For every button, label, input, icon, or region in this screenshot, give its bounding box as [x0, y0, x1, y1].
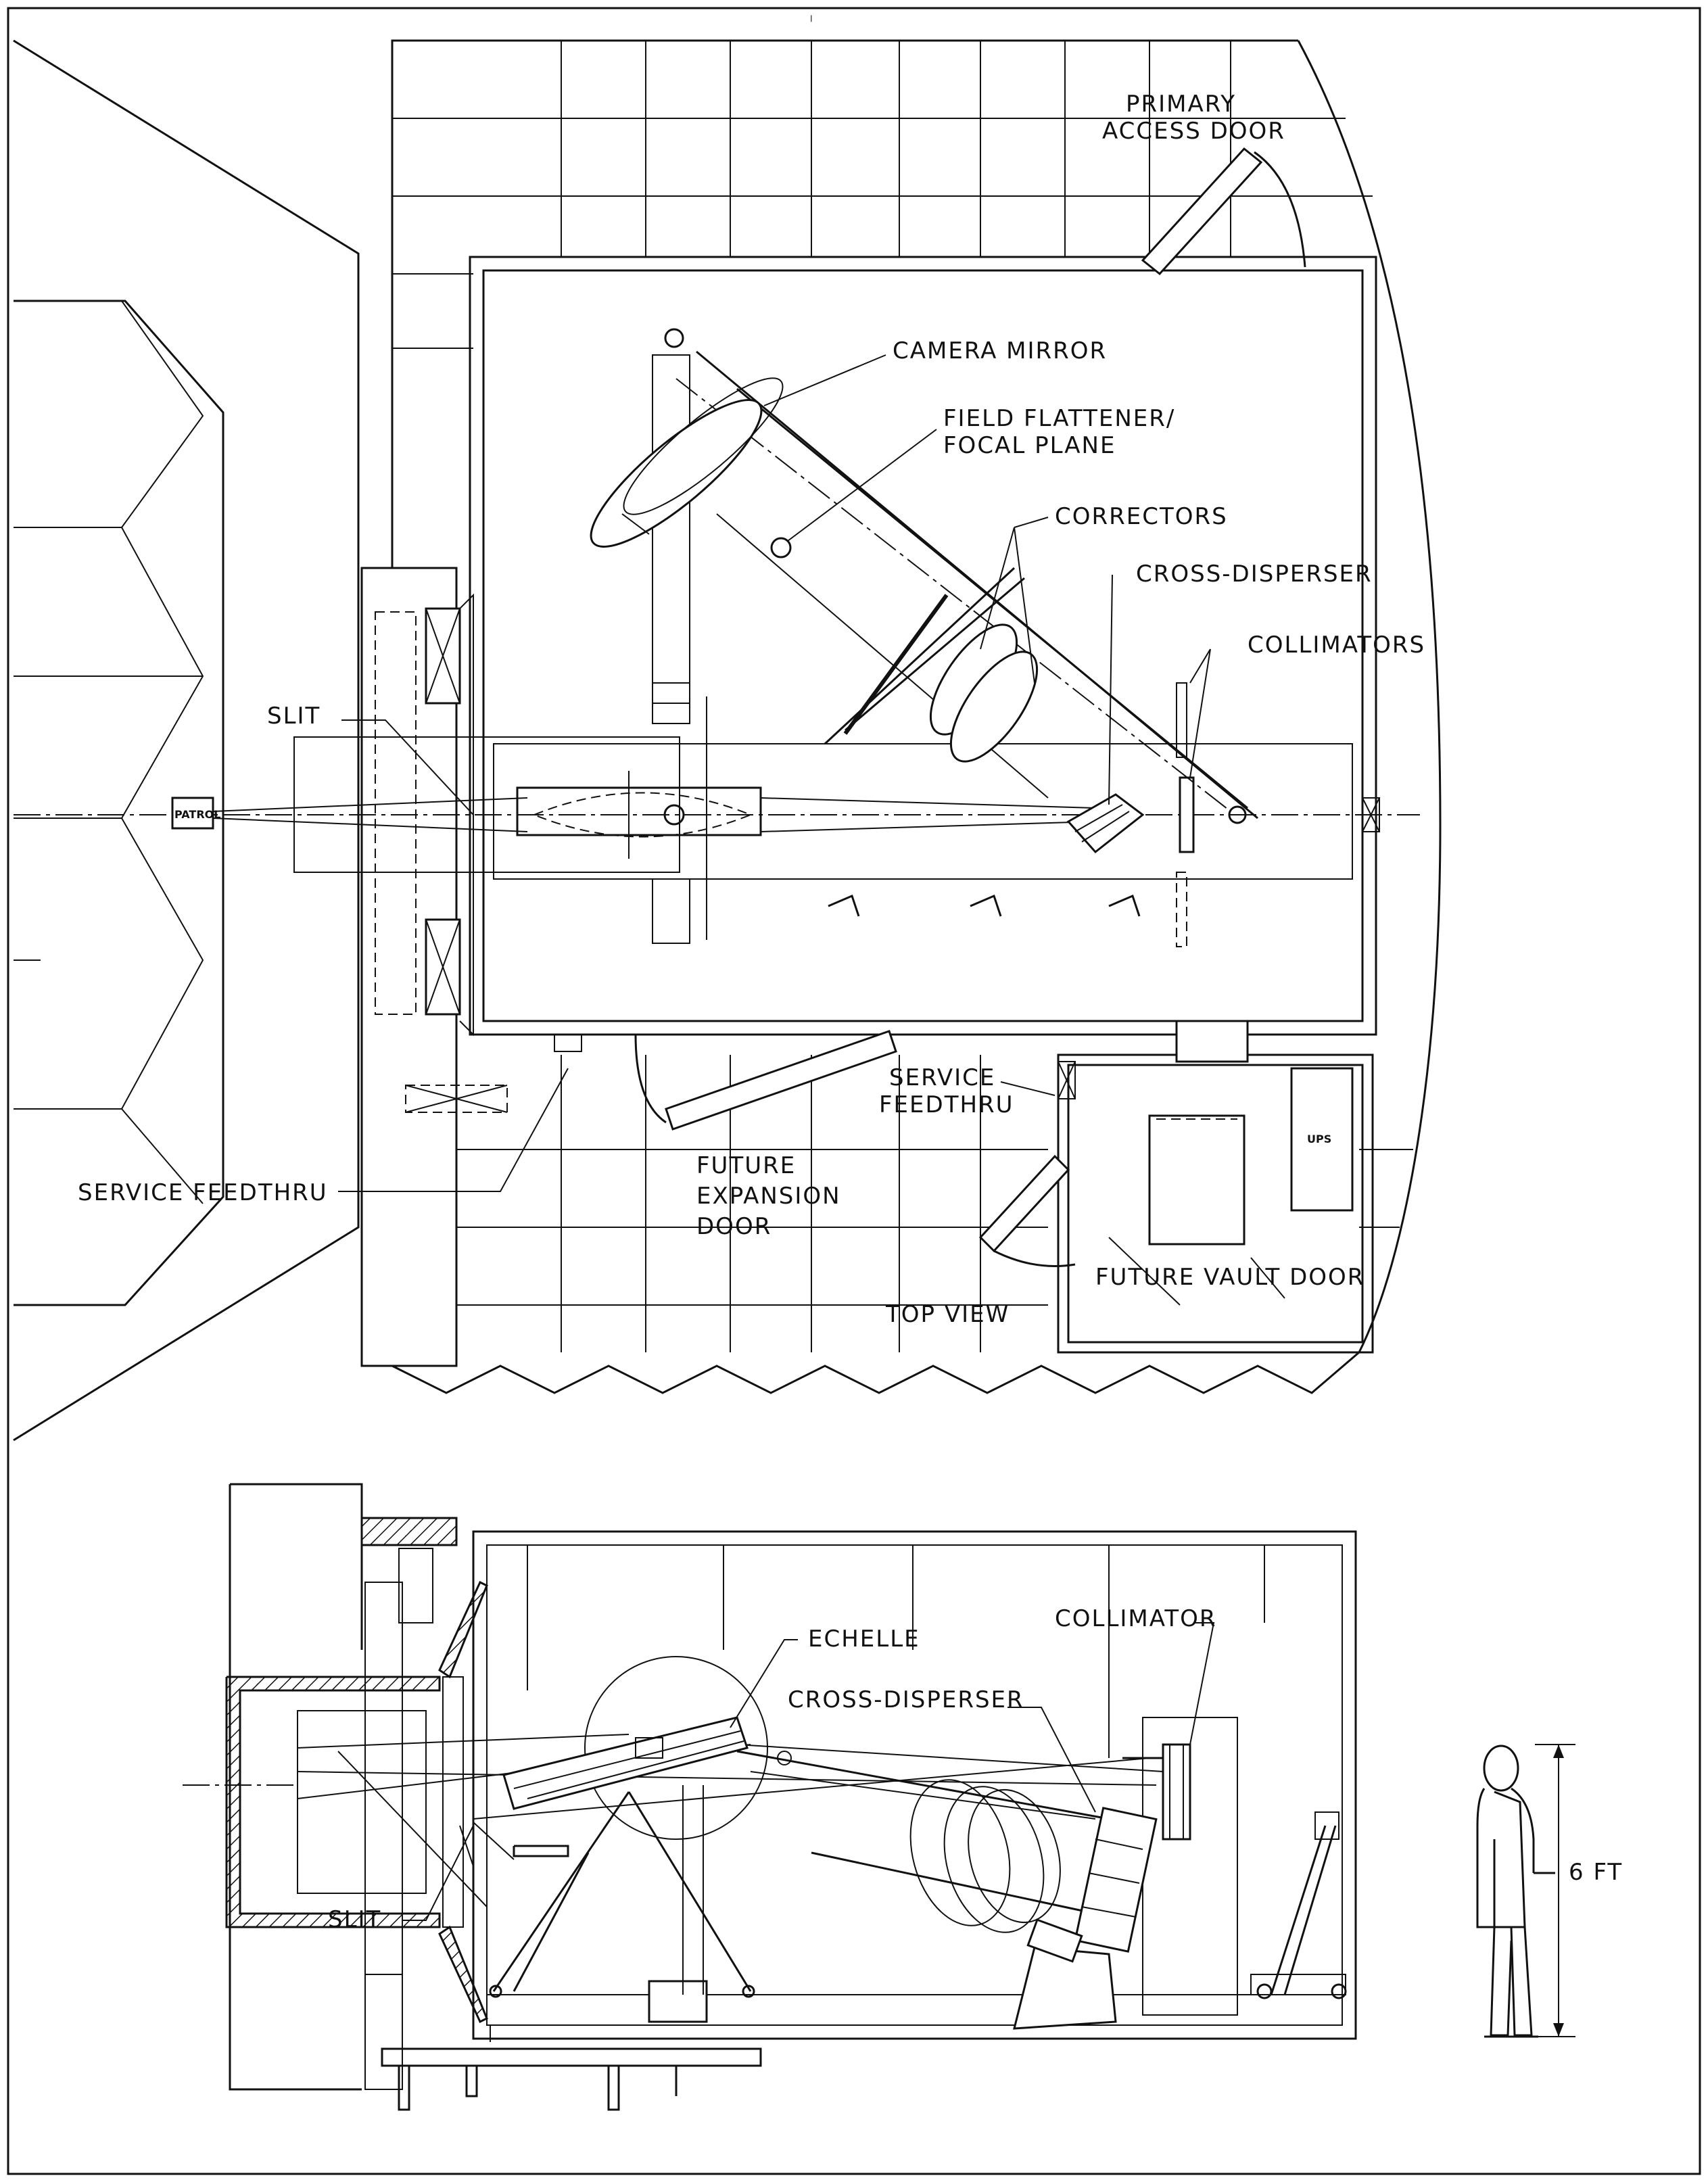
echelle — [502, 1656, 768, 1840]
camera-assembly — [590, 328, 1258, 944]
snout — [183, 1580, 488, 2024]
optical-bench — [14, 682, 1420, 947]
ups-unit — [1290, 1067, 1354, 1212]
label-primary-access-door-1: PRIMARY — [1126, 91, 1236, 118]
camera-mirror — [590, 399, 763, 548]
service-feedthru-box — [405, 1085, 508, 1113]
side-bench-truss — [459, 1785, 755, 1998]
label-collimator: COLLIMATOR — [1055, 1605, 1217, 1632]
hatched-cap — [360, 1517, 458, 1546]
side-view-leaders — [402, 1622, 1215, 1921]
future-expansion-door — [634, 1030, 897, 1131]
label-correctors: CORRECTORS — [1055, 503, 1228, 530]
label-service-feedthru-left: SERVICE FEEDTHRU — [78, 1179, 328, 1206]
floor-grid: | — [391, 15, 1442, 1394]
label-collimators: COLLIMATORS — [1248, 632, 1425, 659]
base-frame — [381, 2047, 762, 2111]
label-cross-disperser-side: CROSS-DISPERSER — [788, 1686, 1024, 1713]
side-view-labels: ECHELLE COLLIMATOR CROSS-DISPERSER SLIT … — [328, 1605, 1623, 1933]
top-view-labels: PRIMARY ACCESS DOOR CAMERA MIRROR FIELD … — [78, 91, 1425, 1328]
label-camera-mirror: CAMERA MIRROR — [893, 337, 1107, 364]
label-field-flattener-1: FIELD FLATTENER/ — [943, 405, 1175, 432]
label-future-expansion-door-1: FUTURE — [696, 1152, 796, 1179]
label-primary-access-door-2: ACCESS DOOR — [1102, 118, 1285, 145]
label-service-feedthru-right-1: SERVICE — [889, 1064, 995, 1091]
top-view-leaders — [338, 354, 1285, 1306]
top-view: | — [13, 15, 1442, 1442]
cross-disperser-side — [1013, 1807, 1158, 2030]
vault — [978, 1020, 1374, 1354]
camera-barrel-side — [736, 1750, 1110, 1933]
label-slit-side: SLIT — [328, 1906, 381, 1933]
collimator-side — [1122, 1743, 1191, 1841]
svg-text:|: | — [810, 15, 813, 22]
label-echelle: ECHELLE — [808, 1626, 920, 1653]
height-dimension — [1535, 1744, 1575, 2037]
label-ups: UPS — [1307, 1133, 1331, 1145]
side-enclosure-outer — [472, 1530, 1357, 2040]
label-patrol: PATROL — [174, 808, 220, 821]
label-cross-disperser-top: CROSS-DISPERSER — [1136, 561, 1373, 588]
drawing-border — [7, 7, 1701, 2175]
label-slit-top: SLIT — [267, 703, 321, 730]
person-scale-figure — [1476, 1745, 1555, 2038]
side-hinge-assembly — [1250, 1811, 1347, 1999]
spectrograph-enclosure-inner — [482, 269, 1364, 1022]
label-service-feedthru-right-2: FEEDTHRU — [879, 1091, 1014, 1118]
slit-mount-dashed — [375, 611, 417, 1015]
primary-mirror-segments — [13, 39, 360, 1442]
primary-access-door — [1141, 147, 1306, 276]
vault-cabinet — [1148, 1114, 1246, 1246]
label-future-expansion-door-3: DOOR — [696, 1213, 772, 1240]
label-future-vault-door: FUTURE VAULT DOOR — [1095, 1264, 1365, 1291]
spectrograph-enclosure-outer — [469, 256, 1377, 1036]
label-field-flattener-2: FOCAL PLANE — [943, 432, 1116, 459]
label-six-ft: 6 FT — [1569, 1859, 1623, 1886]
label-future-expansion-door-2: EXPANSION — [696, 1183, 841, 1210]
label-top-view: TOP VIEW — [885, 1301, 1010, 1328]
patrol-box — [171, 797, 214, 830]
side-enclosure-inner — [486, 1544, 1343, 2026]
side-view: ECHELLE COLLIMATOR CROSS-DISPERSER SLIT … — [183, 1483, 1623, 2111]
field-flattener — [770, 537, 792, 559]
